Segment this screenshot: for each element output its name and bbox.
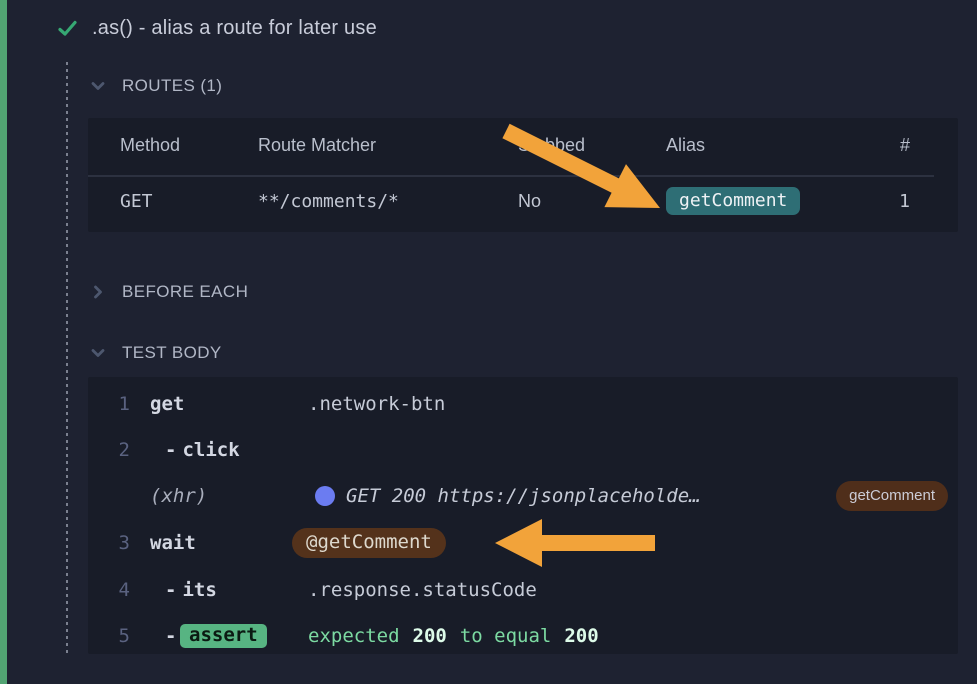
command-number: 5: [118, 625, 130, 647]
xhr-request-message: GET 200 https://jsonplaceholde…: [346, 485, 701, 507]
xhr-route-badge[interactable]: getComment: [836, 481, 948, 511]
routes-section-label: ROUTES (1): [122, 76, 223, 95]
test-title-row[interactable]: .as() - alias a route for later use: [58, 13, 377, 43]
command-log-box: 1 get .network-btn 2 -click (xhr) GET 20…: [88, 377, 958, 654]
command-number: 1: [118, 393, 130, 415]
assert-message: expected 200 to equal 200: [308, 625, 599, 647]
command-row-get[interactable]: 1 get .network-btn: [88, 381, 958, 427]
child-dash: -: [165, 625, 177, 647]
command-name-click: click: [182, 439, 240, 461]
routes-table-divider: [88, 175, 934, 177]
command-row-assert[interactable]: 5 - assert expected 200 to equal 200: [88, 613, 958, 659]
command-message: .response.statusCode: [308, 579, 537, 601]
command-row-click[interactable]: 2 -click: [88, 427, 958, 473]
route-matcher-value: **/comments/*: [258, 191, 399, 212]
routes-col-count: #: [899, 135, 910, 155]
assert-expected-label: expected: [308, 625, 400, 647]
alias-badge[interactable]: getComment: [666, 187, 801, 215]
route-method-value: GET: [120, 191, 153, 212]
chevron-down-icon: [90, 345, 106, 361]
assert-expected-value: 200: [564, 625, 599, 647]
child-dash: -: [165, 439, 177, 461]
child-command: -: [165, 625, 176, 647]
route-stubbed-value: No: [518, 191, 542, 211]
routes-section-header[interactable]: ROUTES (1): [90, 75, 222, 97]
test-title: .as() - alias a route for later use: [92, 16, 377, 39]
child-command: -click: [165, 439, 240, 461]
chevron-right-icon: [90, 284, 106, 300]
before-each-section-header[interactable]: BEFORE EACH: [90, 281, 248, 303]
xhr-indicator-dot-icon: [315, 486, 335, 506]
command-row-wait[interactable]: 3 wait @getComment: [88, 520, 958, 566]
command-number: 3: [118, 532, 130, 554]
wait-alias-badge[interactable]: @getComment: [292, 528, 446, 558]
command-name-its: its: [182, 579, 217, 601]
command-row-xhr[interactable]: (xhr) GET 200 https://jsonplaceholde… ge…: [88, 473, 958, 519]
xhr-event-label: (xhr): [150, 485, 208, 507]
assert-to-equal-label: to equal: [459, 625, 552, 647]
routes-col-alias: Alias: [666, 135, 706, 155]
test-body-section-header[interactable]: TEST BODY: [90, 342, 222, 364]
command-name-wait: wait: [150, 532, 196, 554]
child-command: -its: [165, 579, 217, 601]
command-number: 4: [118, 579, 130, 601]
test-hierarchy-dotted-line: [66, 62, 68, 654]
test-body-section-label: TEST BODY: [122, 343, 222, 362]
before-each-section-label: BEFORE EACH: [122, 282, 249, 301]
test-passed-status-bar: [0, 0, 7, 684]
routes-col-stubbed: Stubbed: [518, 135, 586, 155]
command-number: 2: [118, 439, 130, 461]
assert-actual-value: 200: [412, 625, 447, 647]
routes-col-method: Method: [120, 135, 181, 155]
command-row-its[interactable]: 4 -its .response.statusCode: [88, 567, 958, 613]
routes-col-route-matcher: Route Matcher: [258, 135, 377, 155]
route-alias-cell: getComment: [666, 187, 801, 215]
checkmark-icon: [58, 20, 77, 37]
chevron-down-icon: [90, 78, 106, 94]
child-dash: -: [165, 579, 177, 601]
route-count-value: 1: [899, 191, 910, 212]
assert-badge: assert: [180, 624, 267, 648]
command-message: .network-btn: [308, 393, 446, 415]
command-name-get: get: [150, 393, 185, 415]
